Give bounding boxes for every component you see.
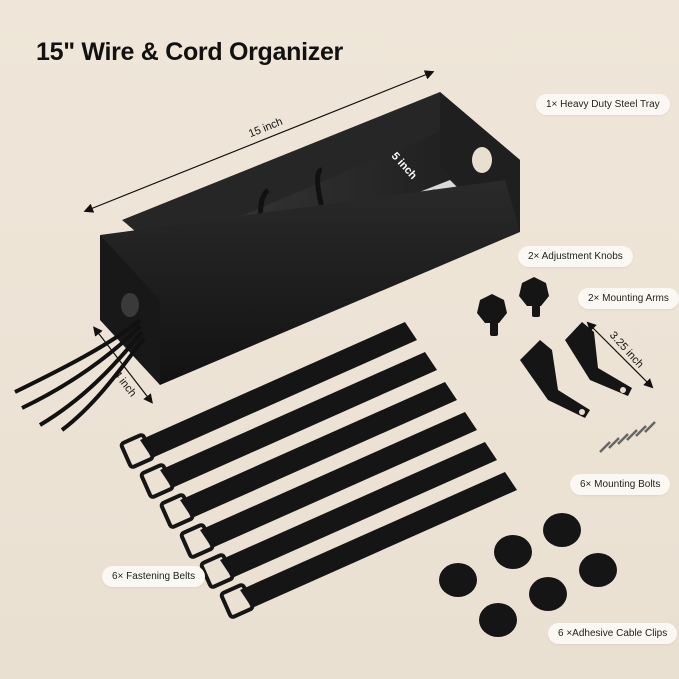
clip-3 [543, 513, 581, 547]
length-dimension-arrow [83, 70, 435, 213]
clip-1 [439, 563, 477, 597]
belt-1 [140, 322, 417, 458]
arm-2 [565, 322, 632, 396]
clip-2 [494, 535, 532, 569]
belt-5 [220, 442, 497, 578]
page-title: 15" Wire & Cord Organizer [36, 38, 343, 66]
cables [14, 318, 146, 432]
arms-label: 2× Mounting Arms [578, 288, 679, 309]
tray-label: 1× Heavy Duty Steel Tray [536, 94, 670, 115]
mounting-bolts [599, 421, 656, 453]
bolts-label: 6× Mounting Bolts [570, 474, 671, 495]
clip-4 [479, 603, 517, 637]
belt-6 [240, 472, 517, 608]
knobs-label: 2× Adjustment Knobs [518, 246, 633, 267]
fastening-belts [119, 322, 517, 619]
belt-3 [180, 382, 457, 518]
clips-label: 6 ×Adhesive Cable Clips [548, 623, 678, 644]
clip-6 [579, 553, 617, 587]
arm-1 [520, 340, 590, 418]
adjustment-knobs [477, 277, 549, 336]
arm-dimension-arrow [586, 321, 654, 389]
belts-label: 6× Fastening Belts [102, 566, 206, 587]
mounting-arms [520, 322, 632, 418]
belt-2 [160, 352, 437, 488]
steel-tray [100, 92, 520, 385]
knob-1 [477, 294, 507, 323]
clip-5 [529, 577, 567, 611]
belt-4 [200, 412, 477, 548]
adhesive-cable-clips [439, 513, 617, 637]
knob-2 [519, 277, 549, 306]
